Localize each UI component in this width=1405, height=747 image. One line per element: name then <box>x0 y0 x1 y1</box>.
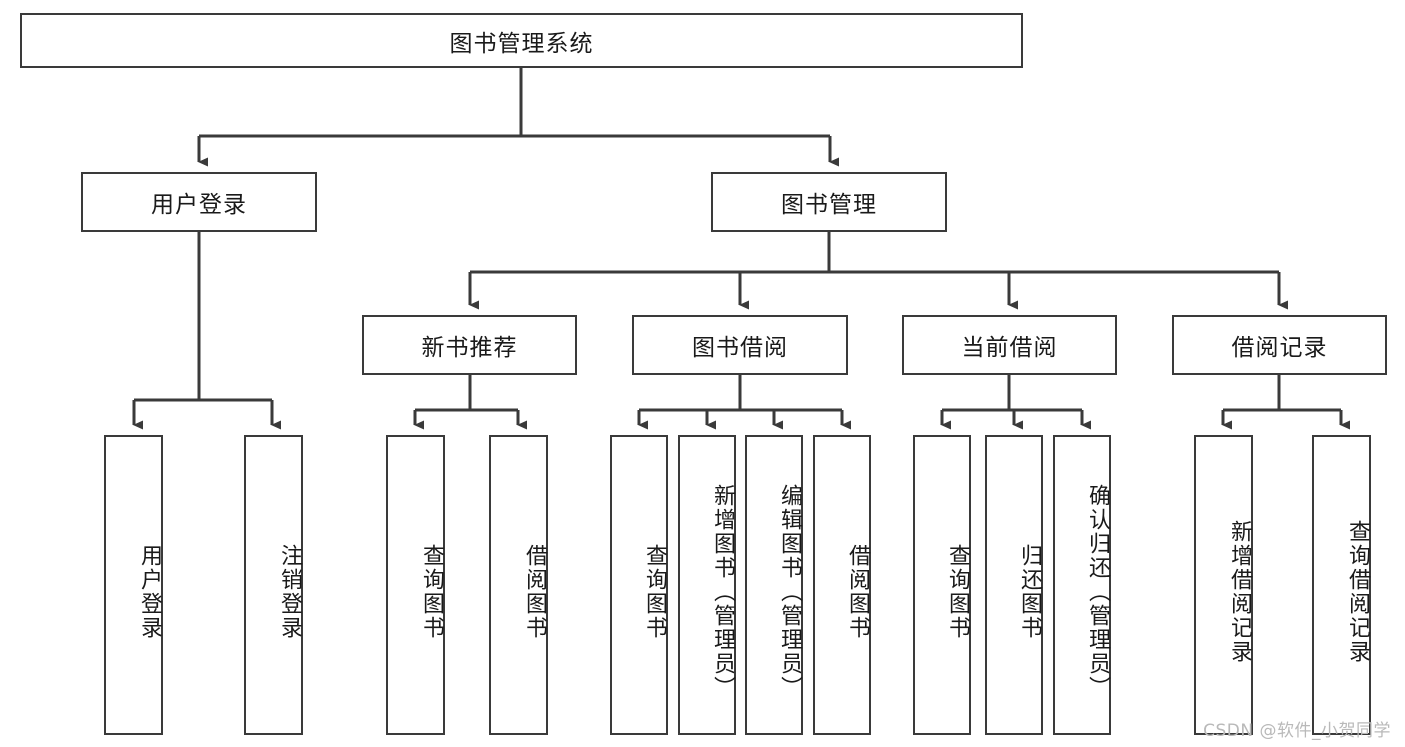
leaf-borrow-book-recommend-label: 借阅图书 <box>522 544 547 640</box>
csdn-watermark: CSDN @软件_小贺同学 <box>1203 721 1391 741</box>
leaf-query-borrow-record[interactable]: 查询借阅记录 <box>1312 435 1371 735</box>
leaf-return-book[interactable]: 归还图书 <box>985 435 1043 735</box>
node-user-login-label: 用户登录 <box>151 192 247 218</box>
leaf-confirm-return-admin[interactable]: 确认归还（管理员） <box>1053 435 1111 735</box>
leaf-borrow-book-recommend[interactable]: 借阅图书 <box>489 435 548 735</box>
node-user-login[interactable]: 用户登录 <box>81 172 317 232</box>
node-book-borrow-label: 图书借阅 <box>692 335 788 361</box>
leaf-borrow-book[interactable]: 借阅图书 <box>813 435 871 735</box>
leaf-confirm-return-admin-label: 确认归还（管理员） <box>1085 484 1110 700</box>
leaf-user-login[interactable]: 用户登录 <box>104 435 163 735</box>
leaf-query-book-recommend-label: 查询图书 <box>419 544 444 640</box>
leaf-query-book-current-label: 查询图书 <box>945 544 970 640</box>
node-borrow-record[interactable]: 借阅记录 <box>1172 315 1387 375</box>
node-book-borrow[interactable]: 图书借阅 <box>632 315 848 375</box>
node-current-borrow-label: 当前借阅 <box>961 335 1058 361</box>
leaf-query-book-current[interactable]: 查询图书 <box>913 435 971 735</box>
leaf-edit-book-admin-label: 编辑图书（管理员） <box>777 484 802 700</box>
leaf-logout[interactable]: 注销登录 <box>244 435 303 735</box>
leaf-borrow-book-label: 借阅图书 <box>845 544 870 640</box>
node-new-book-recommend[interactable]: 新书推荐 <box>362 315 577 375</box>
node-current-borrow[interactable]: 当前借阅 <box>902 315 1117 375</box>
leaf-add-borrow-record-label: 新增借阅记录 <box>1227 520 1252 664</box>
leaf-edit-book-admin[interactable]: 编辑图书（管理员） <box>745 435 803 735</box>
leaf-add-book-admin[interactable]: 新增图书（管理员） <box>678 435 736 735</box>
leaf-query-borrow-record-label: 查询借阅记录 <box>1345 520 1370 664</box>
leaf-logout-label: 注销登录 <box>277 544 302 640</box>
node-borrow-record-label: 借阅记录 <box>1231 335 1328 361</box>
leaf-return-book-label: 归还图书 <box>1017 544 1042 640</box>
leaf-query-book-borrow[interactable]: 查询图书 <box>610 435 668 735</box>
leaf-query-book-borrow-label: 查询图书 <box>642 544 667 640</box>
leaf-user-login-label: 用户登录 <box>137 544 162 640</box>
node-book-management-label: 图书管理 <box>781 192 877 218</box>
leaf-query-book-recommend[interactable]: 查询图书 <box>386 435 445 735</box>
node-root-label: 图书管理系统 <box>449 30 594 57</box>
leaf-add-book-admin-label: 新增图书（管理员） <box>710 484 735 700</box>
node-root[interactable]: 图书管理系统 <box>20 13 1023 68</box>
leaf-add-borrow-record[interactable]: 新增借阅记录 <box>1194 435 1253 735</box>
node-new-book-recommend-label: 新书推荐 <box>421 335 518 361</box>
node-book-management[interactable]: 图书管理 <box>711 172 947 232</box>
